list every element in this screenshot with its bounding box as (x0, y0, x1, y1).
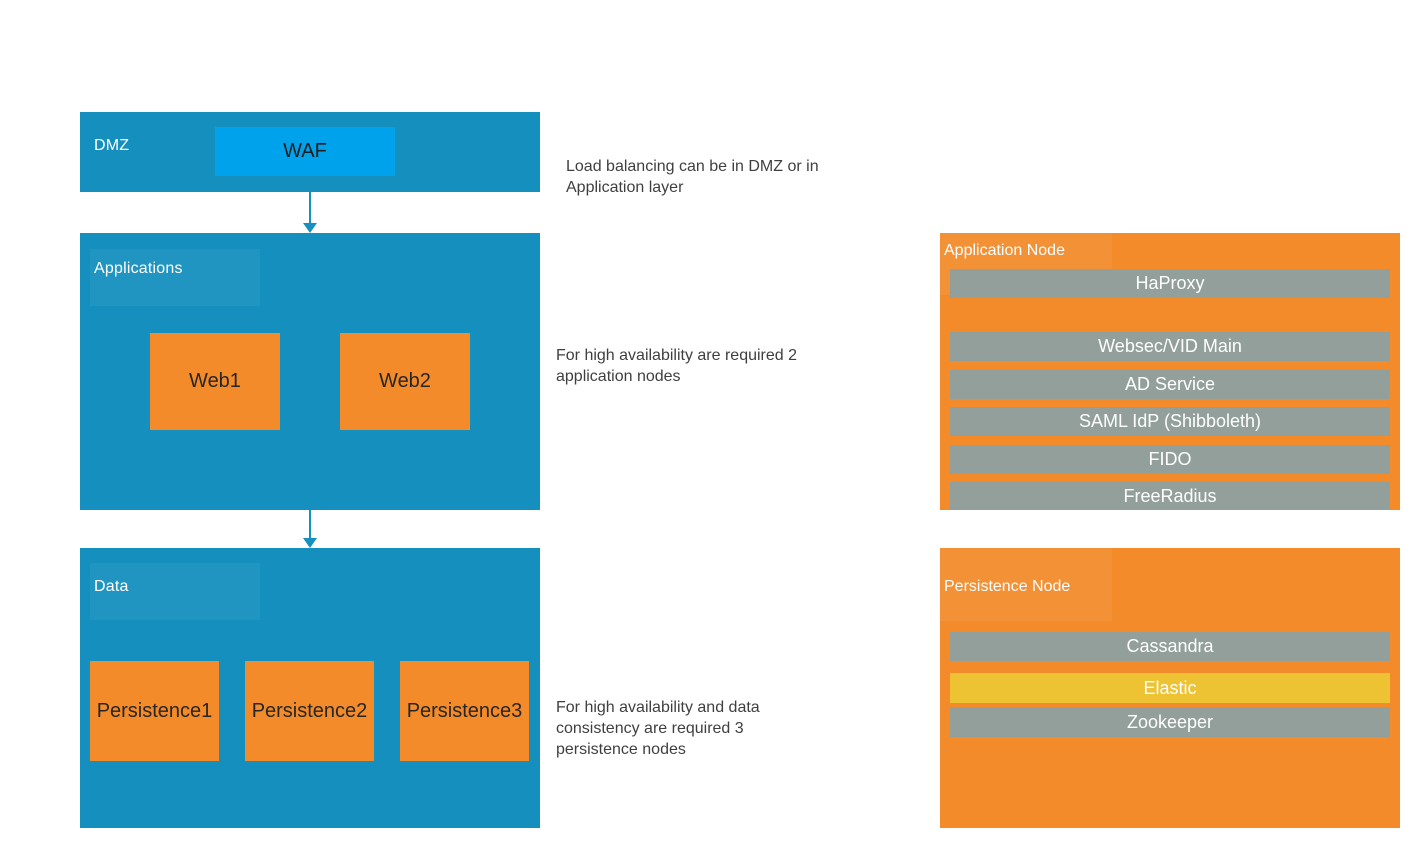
web2-node[interactable]: Web2 (340, 333, 470, 430)
layer-dmz-label: DMZ (94, 137, 130, 154)
service-ad-service[interactable]: AD Service (950, 370, 1390, 399)
arrow-dmz-to-applications (303, 192, 317, 233)
arrow-head-icon (303, 538, 317, 548)
persistence1-node[interactable]: Persistence1 (90, 661, 219, 761)
annotation-load-balancing: Load balancing can be in DMZ or in Appli… (566, 158, 819, 196)
persistence-node-title: Persistence Node (944, 578, 1071, 595)
service-haproxy-label: HaProxy (1135, 273, 1205, 293)
layer-applications-label: Applications (94, 260, 183, 277)
service-haproxy[interactable]: HaProxy (950, 269, 1390, 298)
layer-applications[interactable]: Applications Web1 Web2 (80, 233, 540, 510)
service-fido-label: FIDO (1148, 449, 1192, 469)
service-zookeeper-label: Zookeeper (1126, 711, 1214, 732)
service-cassandra[interactable]: Cassandra (950, 632, 1390, 661)
layer-data[interactable]: Data Persistence1 Persistence2 Persisten… (80, 548, 540, 828)
waf-node[interactable]: WAF (215, 127, 395, 176)
service-ad-service-label: AD Service (1124, 374, 1216, 394)
service-fido[interactable]: FIDO (950, 445, 1390, 474)
application-node-title: Application Node (944, 242, 1065, 259)
web1-node[interactable]: Web1 (150, 333, 280, 430)
persistence1-node-label: Persistence1 (96, 699, 213, 722)
arrow-shaft (309, 192, 311, 224)
service-cassandra-label: Cassandra (1126, 636, 1214, 656)
service-freeradius-label: FreeRadius (1123, 486, 1217, 506)
persistence3-node-label: Persistence3 (406, 699, 523, 722)
web2-node-label: Web2 (379, 370, 431, 392)
application-node-panel[interactable]: Application Node HaProxy Websec/VID Main… (940, 233, 1400, 510)
service-websec-vid-main-label: Websec/VID Main (1098, 336, 1242, 356)
web1-node-label: Web1 (189, 370, 241, 392)
service-websec-vid-main[interactable]: Websec/VID Main (950, 332, 1390, 361)
layer-dmz[interactable]: DMZ WAF (80, 112, 540, 192)
layer-data-label: Data (94, 578, 129, 595)
persistence2-node[interactable]: Persistence2 (245, 661, 374, 761)
arrow-shaft (309, 510, 311, 539)
annotation-application-nodes: For high availability are required 2 app… (556, 347, 798, 385)
service-zookeeper[interactable]: Zookeeper (950, 707, 1390, 737)
persistence2-node-label: Persistence2 (251, 699, 368, 722)
service-saml-idp-label: SAML IdP (Shibboleth) (1078, 411, 1262, 431)
persistence-node-panel[interactable]: Persistence Node Cassandra Elastic Zooke… (940, 548, 1400, 828)
service-elastic[interactable]: Elastic (950, 673, 1390, 703)
arrow-head-icon (303, 223, 317, 233)
arrow-applications-to-data (303, 510, 317, 548)
service-freeradius[interactable]: FreeRadius (950, 482, 1390, 510)
service-elastic-label: Elastic (1143, 677, 1197, 698)
annotation-persistence-nodes: For high availability and data consisten… (556, 699, 760, 758)
waf-node-label: WAF (283, 140, 327, 162)
persistence3-node[interactable]: Persistence3 (400, 661, 529, 761)
service-saml-idp[interactable]: SAML IdP (Shibboleth) (950, 407, 1390, 436)
